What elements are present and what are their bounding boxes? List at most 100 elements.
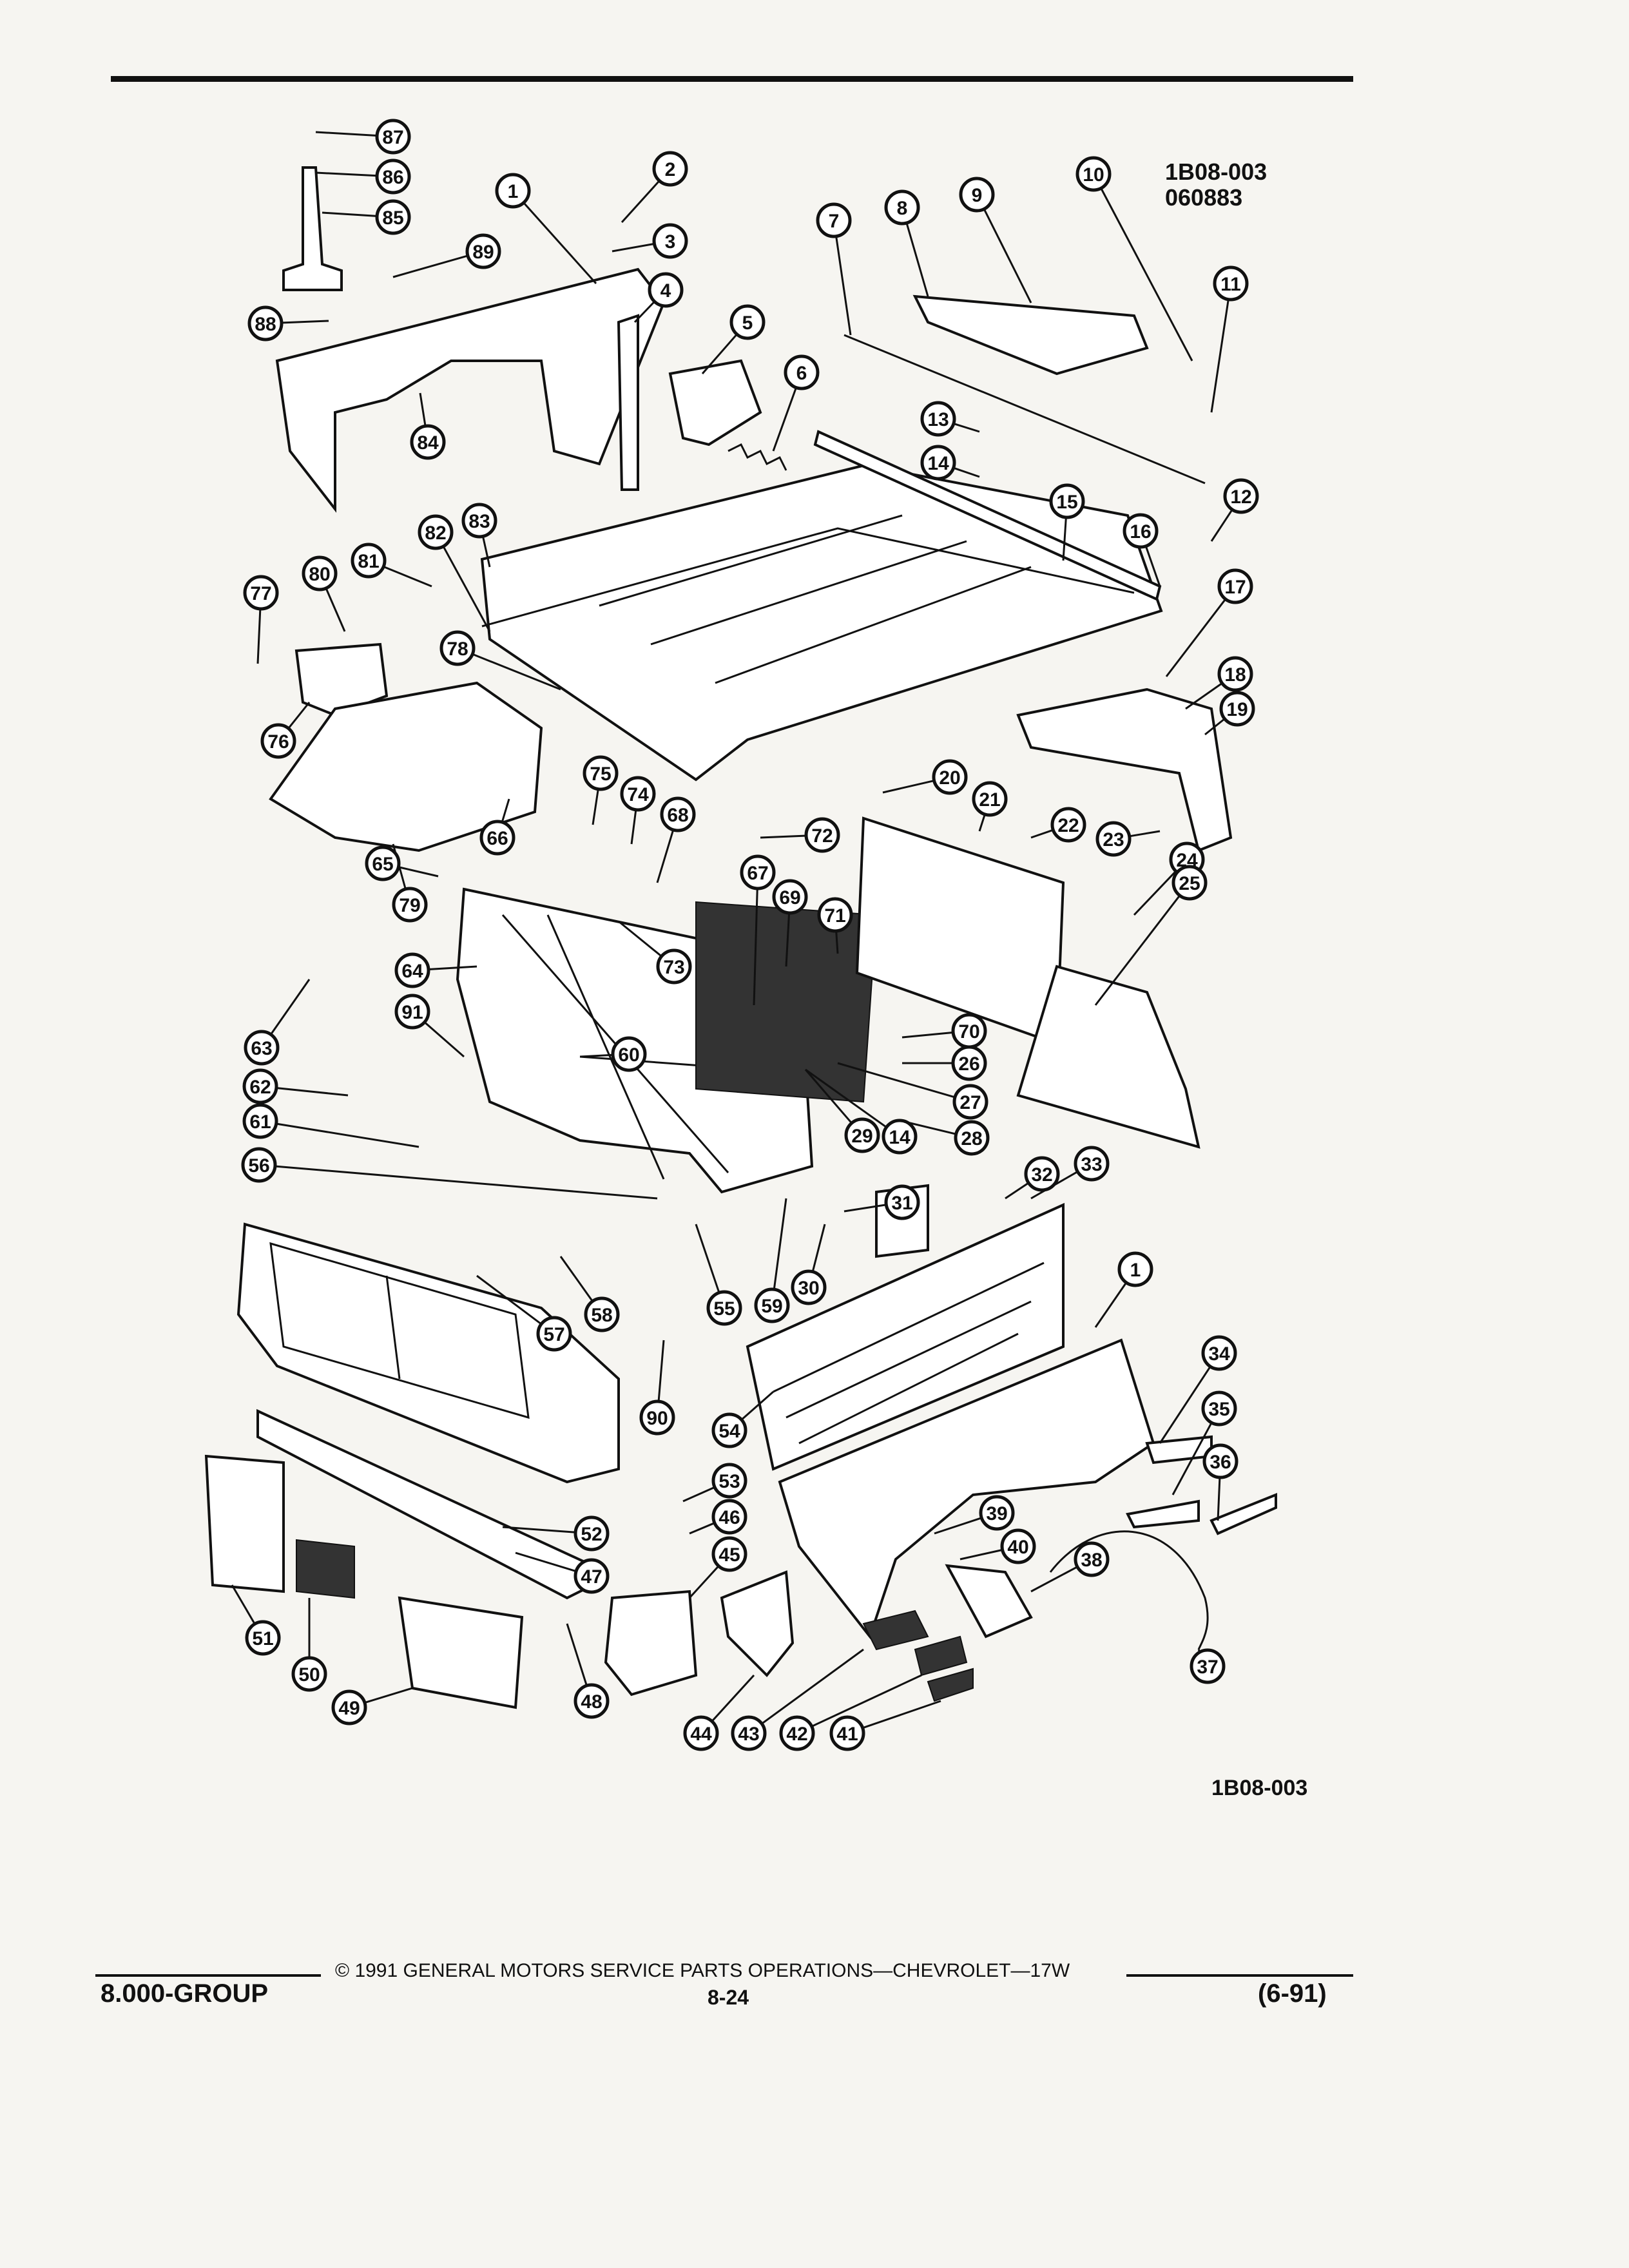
callout-10: 10	[1075, 156, 1112, 192]
callout-circle	[620, 776, 656, 812]
callout-89: 89	[465, 233, 501, 269]
callout-circle	[241, 1147, 277, 1183]
callout-85: 85	[375, 199, 411, 235]
leader-line-45	[688, 1566, 718, 1599]
callout-57: 57	[536, 1316, 572, 1352]
callout-circle	[660, 796, 696, 832]
leader-line-1	[1094, 1283, 1126, 1328]
callout-number: 50	[298, 1664, 320, 1686]
callout-83: 83	[461, 503, 497, 539]
callout-number: 54	[718, 1421, 740, 1442]
leader-line-63	[271, 979, 311, 1034]
callout-62: 62	[242, 1068, 278, 1104]
callout-29: 29	[844, 1117, 880, 1153]
callout-circle	[1117, 1251, 1153, 1287]
callout-circle	[652, 151, 688, 187]
leader-line-88	[282, 320, 329, 324]
callout-number: 60	[618, 1044, 639, 1066]
wheelhouse-right	[1016, 687, 1233, 852]
callout-number: 64	[401, 961, 423, 982]
leader-line-29	[804, 1069, 852, 1123]
callout-12: 12	[1223, 478, 1259, 514]
callout-number: 3	[665, 231, 676, 253]
callout-number: 16	[1130, 521, 1151, 543]
callout-circle	[1074, 1146, 1110, 1182]
callout-circle	[1074, 1541, 1110, 1577]
callout-circle	[302, 555, 338, 591]
callout-number: 89	[472, 242, 494, 263]
leader-line-91	[425, 1022, 465, 1058]
callout-circle	[639, 1399, 675, 1436]
leader-line-7	[835, 237, 852, 336]
callout-number: 31	[891, 1193, 912, 1214]
air-duct	[720, 1570, 795, 1677]
callout-circle	[1201, 1390, 1237, 1427]
leader-line-39	[934, 1517, 981, 1535]
callout-number: 73	[663, 957, 684, 978]
callout-circle	[611, 1036, 647, 1072]
callout-number: 88	[255, 314, 276, 335]
callout-circle	[291, 1656, 327, 1692]
callout-56: 56	[241, 1147, 277, 1183]
leader-line-16	[1145, 546, 1161, 587]
leader-line-9	[983, 209, 1032, 303]
callout-number: 80	[309, 564, 330, 585]
callout-number: 79	[399, 895, 420, 916]
callout-number: 68	[667, 805, 688, 826]
leader-line-35	[1171, 1423, 1212, 1495]
callout-number: 8	[897, 198, 908, 219]
callout-circle	[1075, 156, 1112, 192]
leader-line-80	[325, 589, 346, 632]
callout-circle	[245, 1620, 281, 1656]
callout-59: 59	[754, 1287, 790, 1323]
callout-5: 5	[729, 304, 766, 340]
callout-number: 25	[1179, 873, 1200, 894]
leader-line-67	[753, 889, 758, 1006]
callout-4: 4	[648, 272, 684, 308]
callout-87: 87	[375, 119, 411, 155]
leader-line-13	[954, 423, 980, 433]
callout-circle	[1219, 691, 1255, 727]
callout-circle	[410, 424, 446, 460]
callout-number: 49	[338, 1698, 360, 1719]
callout-3: 3	[652, 223, 688, 259]
hinge-spring	[728, 443, 787, 471]
callout-60: 60	[611, 1036, 647, 1072]
callout-circle	[656, 948, 692, 985]
callout-circle	[1201, 1335, 1237, 1371]
callout-number: 48	[581, 1691, 602, 1713]
callout-18: 18	[1217, 656, 1253, 692]
headlamp-bezel	[204, 1454, 285, 1593]
callout-circle	[920, 401, 956, 437]
callout-19: 19	[1219, 691, 1255, 727]
callout-circle	[1050, 807, 1086, 843]
fender-right	[778, 1338, 1155, 1640]
callout-circle	[729, 304, 766, 340]
callout-circle	[1202, 1443, 1239, 1479]
callout-90: 90	[639, 1399, 675, 1436]
callout-number: 66	[487, 828, 508, 849]
callout-number: 47	[581, 1566, 602, 1588]
callout-circle	[536, 1316, 572, 1352]
callout-circle	[418, 514, 454, 550]
callout-21: 21	[972, 781, 1008, 817]
callout-25: 25	[1171, 865, 1208, 901]
hood-seal-rod	[843, 334, 1206, 485]
leader-line-25	[1094, 896, 1180, 1006]
callout-68: 68	[660, 796, 696, 832]
leader-line-85	[322, 211, 376, 217]
callout-circle	[375, 199, 411, 235]
callout-circle	[461, 503, 497, 539]
callout-circle	[394, 952, 430, 988]
leader-line-55	[695, 1224, 720, 1292]
callout-75: 75	[583, 755, 619, 791]
leader-line-27	[837, 1062, 954, 1098]
callout-circle	[706, 1290, 742, 1326]
callout-number: 71	[824, 905, 845, 927]
callout-61: 61	[242, 1103, 278, 1139]
callout-35: 35	[1201, 1390, 1237, 1427]
callout-circle	[1217, 568, 1253, 604]
callout-number: 57	[543, 1324, 564, 1345]
callout-13: 13	[920, 401, 956, 437]
callout-80: 80	[302, 555, 338, 591]
